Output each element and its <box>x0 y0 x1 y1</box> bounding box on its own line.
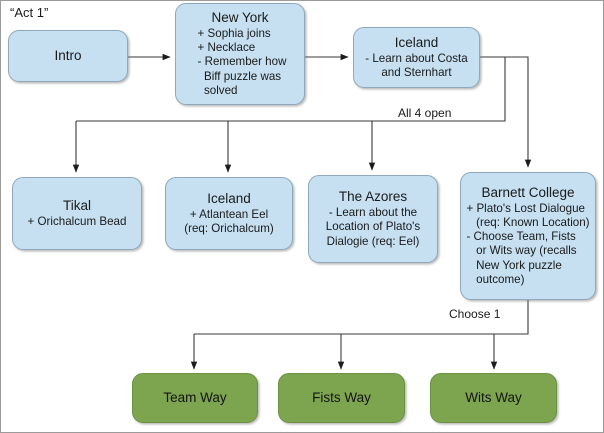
edge-label-all-4-open: All 4 open <box>396 106 454 120</box>
act-caption: “Act 1” <box>10 5 49 20</box>
node-iceland-top-title: Iceland <box>394 34 439 50</box>
node-tikal[interactable]: Tikal + Orichalcum Bead <box>12 177 142 250</box>
edge-label-choose-1: Choose 1 <box>447 307 503 321</box>
node-line: + Necklace <box>197 41 256 55</box>
node-line: - Remember how <box>197 55 287 69</box>
node-line: (req: Orichalcum) <box>184 221 274 235</box>
node-iceland-second-lines: + Atlantean Eel(req: Orichalcum) <box>180 208 278 236</box>
node-line: outcome) <box>466 272 525 286</box>
node-line: and Sternhart <box>381 65 452 79</box>
node-barnett-college-title: Barnett College <box>481 185 575 201</box>
node-line: Dialogie (req: Eel) <box>326 234 420 248</box>
node-line: or Wits way (recalls <box>466 244 577 258</box>
node-intro[interactable]: Intro <box>8 30 128 82</box>
node-line: + Sophia joins <box>197 27 271 41</box>
node-wits-way-title: Wits Way <box>465 390 522 406</box>
node-line: Biff puzzle was <box>197 69 282 83</box>
node-line: + Plato's Lost Dialogue <box>466 202 586 216</box>
node-new-york-title: New York <box>211 10 269 26</box>
node-tikal-lines: + Orichalcum Bead <box>24 215 131 229</box>
node-team-way-title: Team Way <box>163 390 227 406</box>
node-line: Location of Plato's <box>325 220 421 234</box>
node-line: New York puzzle <box>466 258 562 272</box>
node-team-way[interactable]: Team Way <box>132 373 258 423</box>
node-line: - Choose Team, Fists <box>466 230 576 244</box>
node-wits-way[interactable]: Wits Way <box>430 373 557 423</box>
node-the-azores-title: The Azores <box>338 189 408 205</box>
edge-barnett-to-bus <box>194 300 529 335</box>
node-tikal-title: Tikal <box>62 197 91 213</box>
node-new-york[interactable]: New York + Sophia joins+ Necklace- Remem… <box>175 3 305 105</box>
node-fists-way-title: Fists Way <box>312 390 371 406</box>
node-line: + Orichalcum Bead <box>27 214 127 228</box>
node-barnett-college-lines: + Plato's Lost Dialogue (req: Known Loca… <box>461 202 594 287</box>
node-line: - Learn about the <box>328 206 418 220</box>
node-line: solved <box>197 83 238 97</box>
node-iceland-second-title: Iceland <box>207 190 251 206</box>
edge-iceland-to-barnett <box>480 56 532 168</box>
node-barnett-college[interactable]: Barnett College + Plato's Lost Dialogue … <box>460 172 596 300</box>
node-line: + Atlantean Eel <box>189 207 269 221</box>
node-intro-title: Intro <box>54 48 82 64</box>
node-new-york-lines: + Sophia joins+ Necklace- Remember how B… <box>190 27 291 98</box>
node-fists-way[interactable]: Fists Way <box>278 373 405 423</box>
node-line: (req: Known Location) <box>466 216 590 230</box>
node-iceland-second[interactable]: Iceland + Atlantean Eel(req: Orichalcum) <box>165 177 293 250</box>
node-line: - Learn about Costa <box>365 51 468 65</box>
